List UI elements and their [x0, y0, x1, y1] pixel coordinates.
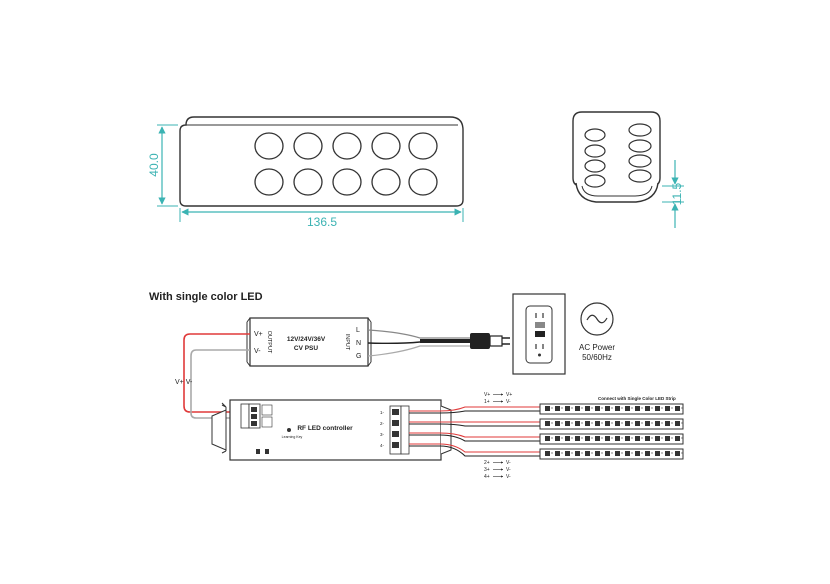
- channel-label: 4-: [380, 443, 385, 448]
- mapping-to: V-: [506, 474, 511, 480]
- ac-power-line1: AC Power: [579, 343, 615, 352]
- remote-button-2: [293, 132, 323, 160]
- led-strip-3: [539, 433, 684, 445]
- side-button-left-4: [584, 174, 606, 188]
- psu-vplus: V+: [254, 331, 263, 338]
- height-dimension: 40.0: [147, 124, 178, 207]
- remote-button-7: [293, 168, 323, 196]
- mapping-from: 1+: [484, 399, 490, 405]
- channel-label: 2-: [380, 421, 385, 426]
- led-strip-2: [539, 418, 684, 430]
- side-button-right-2: [628, 139, 652, 153]
- psu-input-label: INPUT: [344, 334, 350, 351]
- wire-positive: [409, 406, 540, 412]
- wire-negative: [409, 423, 540, 427]
- mapping-to: V-: [506, 467, 511, 473]
- remote-button-5: [408, 132, 438, 160]
- mapping-to: V+: [506, 392, 512, 398]
- remote-button-6: [254, 168, 284, 196]
- wiring-title: With single color LED: [149, 291, 263, 303]
- terminal-1: [392, 409, 399, 415]
- side-button-left-2: [584, 144, 606, 158]
- led-strip-4: [539, 448, 684, 460]
- side-button-left-3: [584, 159, 606, 173]
- ac-cord: [367, 329, 510, 357]
- controller-terminals: 1- 2- 3- 4-: [380, 409, 399, 448]
- remote-button-8: [332, 168, 362, 196]
- supply-label: V+ V-: [175, 379, 193, 386]
- side-button-left-1: [584, 128, 606, 142]
- remote-buttons: [254, 132, 438, 196]
- mapping-to: V-: [506, 460, 511, 466]
- rf-controller: RF LED controller Learning Key 1- 2- 3- 4-: [211, 399, 452, 461]
- terminal-2: [392, 420, 399, 426]
- channel-label: 3-: [380, 432, 385, 437]
- ac-power-symbol: AC Power 50/60Hz: [579, 302, 615, 362]
- remote-button-1: [254, 132, 284, 160]
- mapping-from: 3+: [484, 467, 490, 473]
- mapping-from: 4+: [484, 474, 490, 480]
- psu-vminus: V-: [254, 348, 261, 355]
- wire-positive: [409, 432, 540, 438]
- remote-front-view: [179, 116, 464, 207]
- side-button-right-3: [628, 154, 652, 168]
- mapping-from: V+: [484, 392, 490, 398]
- terminal-3: [392, 431, 399, 437]
- remote-button-10: [408, 168, 438, 196]
- wire-negative: [409, 410, 540, 414]
- side-button-right-1: [628, 123, 652, 137]
- bottom-mapping: 2+ V- 3+ V- 4+ V-: [484, 460, 511, 480]
- wire-positive: [409, 443, 540, 453]
- mapping-to: V-: [506, 399, 511, 405]
- remote-side-view: [572, 111, 661, 203]
- supply-wires: V+ V-: [175, 333, 250, 419]
- top-mapping: V+V+1+V-: [484, 392, 512, 405]
- side-button-right-4: [628, 169, 652, 183]
- width-dimension: 136.5: [179, 208, 464, 229]
- psu-box: 12V/24V/36V CV PSU OUTPUT INPUT V+ V- L …: [246, 317, 372, 367]
- psu-line1: 12V/24V/36V: [287, 336, 326, 343]
- wire-negative: [409, 434, 540, 442]
- width-label: 136.5: [307, 215, 337, 229]
- height-label: 40.0: [147, 153, 161, 177]
- learning-key-button: [287, 428, 291, 432]
- output-wires: [409, 406, 540, 457]
- psu-l: L: [356, 327, 360, 334]
- psu-output-label: OUTPUT: [266, 331, 272, 354]
- thickness-label: 11.5: [670, 182, 684, 205]
- remote-button-4: [371, 132, 401, 160]
- remote-button-9: [371, 168, 401, 196]
- remote-button-3: [332, 132, 362, 160]
- terminal-4: [392, 442, 399, 448]
- led-strip-1: [539, 403, 684, 415]
- wall-outlet: [512, 293, 566, 375]
- channel-label: 1-: [380, 410, 385, 415]
- learning-key-label: Learning Key: [282, 435, 303, 439]
- psu-line2: CV PSU: [294, 345, 319, 352]
- psu-g: G: [356, 353, 361, 360]
- controller-name: RF LED controller: [297, 425, 353, 432]
- psu-n: N: [356, 340, 361, 347]
- wire-negative: [409, 445, 540, 457]
- strip-note: Connect with Single Color LED Strip: [598, 396, 676, 401]
- thickness-dimension: 11.5: [662, 160, 684, 228]
- mapping-from: 2+: [484, 460, 490, 466]
- ac-power-line2: 50/60Hz: [582, 353, 612, 362]
- led-strips: [539, 403, 684, 460]
- side-buttons: [584, 123, 652, 188]
